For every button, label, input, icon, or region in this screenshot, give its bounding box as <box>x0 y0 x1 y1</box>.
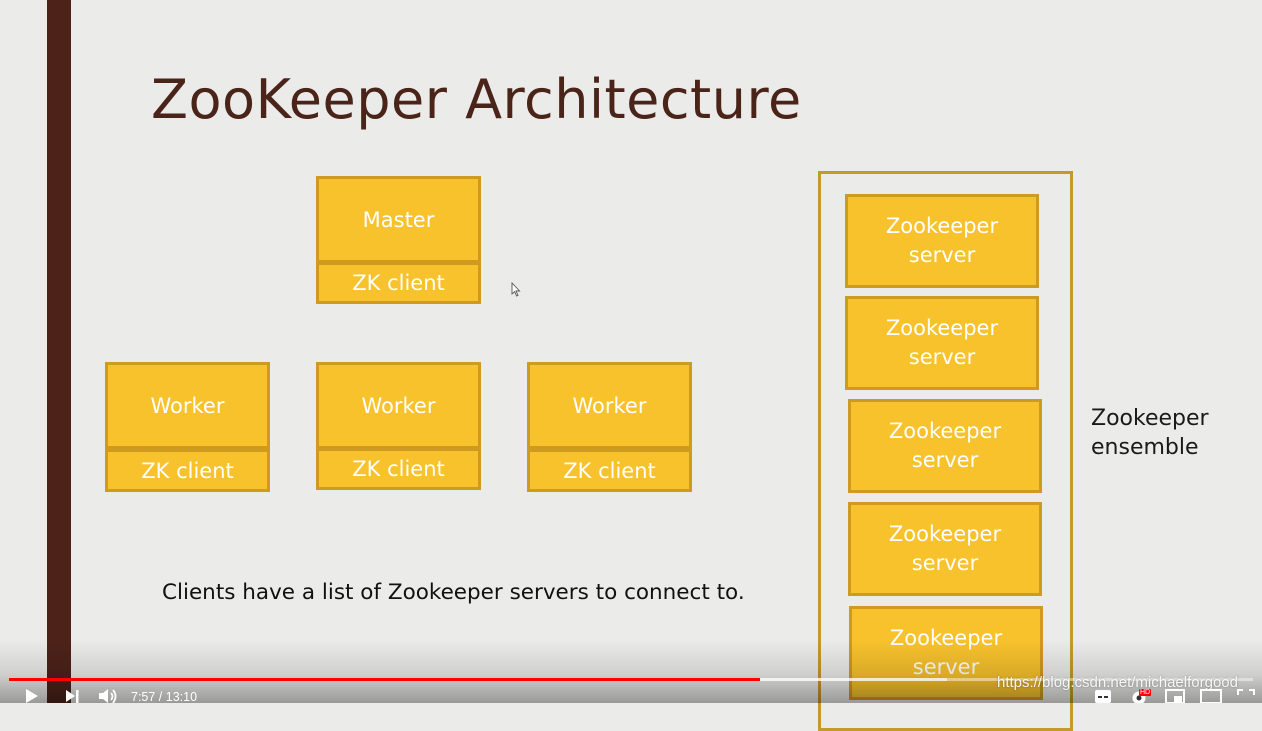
slide-title: ZooKeeper Architecture <box>151 68 802 131</box>
zk-client-label: ZK client <box>352 457 445 481</box>
worker-1-zk-client-box: ZK client <box>105 449 270 492</box>
worker-label: Worker <box>572 393 647 418</box>
zookeeper-server-box-1: Zookeeper server <box>845 194 1039 288</box>
volume-icon[interactable] <box>98 688 118 703</box>
zookeeper-server-box-3: Zookeeper server <box>848 399 1042 493</box>
play-icon[interactable] <box>24 688 40 703</box>
ensemble-label: Zookeeper ensemble <box>1091 406 1209 460</box>
zk-client-label: ZK client <box>563 458 656 483</box>
zk-client-label: ZK client <box>352 271 445 295</box>
worker-box-1: Worker <box>105 362 270 449</box>
worker-2-zk-client-box: ZK client <box>316 448 481 490</box>
zookeeper-server-box-2: Zookeeper server <box>845 296 1039 390</box>
zk-client-label: ZK client <box>141 458 234 483</box>
master-label: Master <box>362 207 435 232</box>
miniplayer-icon[interactable] <box>1165 688 1185 703</box>
zookeeper-server-box-5: Zookeeper server <box>849 606 1043 700</box>
slide-accent-bar <box>47 0 71 703</box>
next-icon[interactable] <box>64 688 80 703</box>
watermark-url: https://blog.csdn.net/michaelforgood <box>997 674 1238 691</box>
server-label: Zookeeper server <box>885 316 999 369</box>
slide-note: Clients have a list of Zookeeper servers… <box>162 580 745 605</box>
worker-box-3: Worker <box>527 362 692 449</box>
server-label: Zookeeper server <box>888 419 1002 472</box>
fullscreen-icon[interactable] <box>1237 688 1255 703</box>
zookeeper-server-box-4: Zookeeper server <box>848 502 1042 596</box>
worker-label: Worker <box>150 393 225 418</box>
server-label: Zookeeper server <box>888 522 1002 575</box>
progress-bar[interactable] <box>9 678 1253 681</box>
mouse-pointer-icon <box>511 282 521 297</box>
server-label: Zookeeper server <box>889 626 1003 679</box>
video-frame: ZooKeeper Architecture Master ZK client … <box>47 0 1209 731</box>
hd-badge: HD <box>1139 689 1152 696</box>
server-label: Zookeeper server <box>885 214 999 267</box>
theater-icon[interactable] <box>1200 688 1222 703</box>
master-box: Master <box>316 176 481 263</box>
worker-label: Worker <box>361 393 436 418</box>
master-zk-client-box: ZK client <box>316 262 481 304</box>
time-display: 7:57 / 13:10 <box>131 690 198 704</box>
subtitles-icon[interactable] <box>1094 688 1112 703</box>
progress-played <box>9 678 761 681</box>
worker-box-2: Worker <box>316 362 481 449</box>
player-controls-gradient <box>0 640 1262 703</box>
worker-3-zk-client-box: ZK client <box>527 449 692 492</box>
